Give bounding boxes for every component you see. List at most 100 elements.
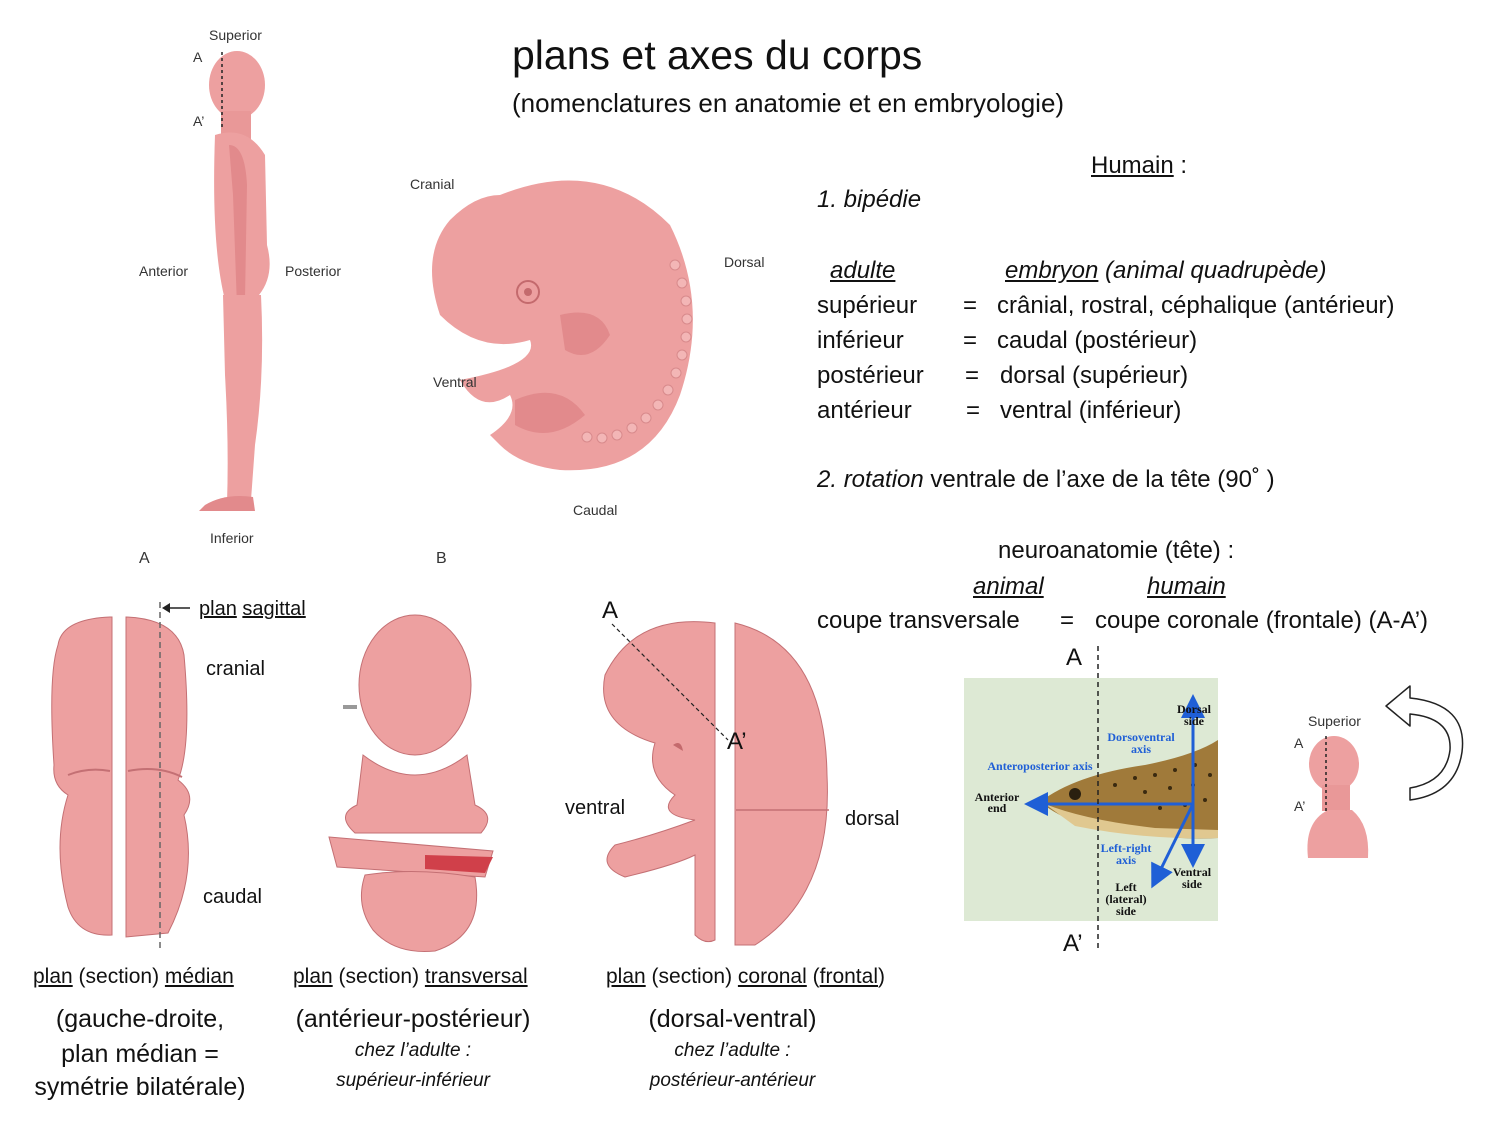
median-label-caudal: caudal bbox=[203, 886, 262, 908]
coronal-adult-1: chez l’adulte : bbox=[674, 1040, 791, 1061]
transverse-cap-1: plan bbox=[293, 965, 333, 988]
coronal-adult-2: postérieur-antérieur bbox=[649, 1070, 816, 1091]
coronal-cap-1: plan bbox=[606, 965, 646, 988]
label-dorsal: Dorsal bbox=[724, 254, 765, 270]
small-head-illustration bbox=[1307, 736, 1369, 858]
row-eq-3: = bbox=[965, 362, 980, 389]
neuro-eq: = bbox=[1060, 607, 1075, 634]
figure-a-cut-line bbox=[221, 52, 223, 130]
transverse-desc: (antérieur-postérieur) bbox=[295, 1005, 531, 1033]
fish-ventral-side: Ventral side bbox=[1172, 865, 1212, 891]
point-2-rotation: 2. rotation ventrale de l’axe de la tête… bbox=[817, 466, 1275, 494]
row-embryo-2: caudal (postérieur) bbox=[997, 327, 1198, 354]
median-label-cranial: cranial bbox=[206, 658, 265, 680]
coronal-label-a: A bbox=[602, 597, 619, 624]
point-2-rest: ventrale de l’axe de la tête (90˚ ) bbox=[923, 466, 1275, 493]
row-eq-2: = bbox=[963, 327, 978, 354]
label-cranial: Cranial bbox=[410, 176, 455, 192]
label-inferior: Inferior bbox=[210, 530, 254, 546]
row-eq-4: = bbox=[966, 397, 981, 424]
plan-sagittal-label: plan sagittal bbox=[199, 598, 306, 621]
fish-dorsal-side: Dorsal side bbox=[1177, 702, 1211, 728]
transverse-adult-1: chez l’adulte : bbox=[354, 1040, 472, 1061]
head-label-a-prime: A’ bbox=[1294, 798, 1306, 814]
coronal-cap-4: ( bbox=[806, 965, 820, 988]
label-a: A bbox=[193, 49, 203, 65]
median-caption: plan (section) médian bbox=[33, 965, 234, 989]
page-subtitle: (nomenclatures en anatomie et en embryol… bbox=[512, 88, 1065, 118]
fish-axes-arrows bbox=[1024, 694, 1205, 889]
neuro-animal: animal bbox=[973, 573, 1044, 600]
coronal-caption: plan (section) coronal (frontal) bbox=[606, 965, 885, 989]
humain-heading-word: Humain bbox=[1091, 152, 1174, 179]
humain-heading-suffix: : bbox=[1173, 152, 1188, 179]
humain-heading: Humain : bbox=[1091, 152, 1187, 180]
median-desc-3: symétrie bilatérale) bbox=[34, 1073, 246, 1101]
label-ventral: Ventral bbox=[433, 374, 477, 390]
median-cap-3: médian bbox=[164, 965, 234, 988]
coronal-label-a-prime: A’ bbox=[727, 728, 747, 755]
head-label-a: A bbox=[1294, 735, 1304, 751]
coronal-cut-line bbox=[611, 623, 729, 741]
plan-sagittal-word-1: plan bbox=[199, 598, 237, 620]
column-embryon-word: embryon bbox=[1005, 257, 1099, 284]
row-eq-1: = bbox=[963, 292, 978, 319]
rotation-arrow-icon bbox=[1385, 685, 1464, 801]
point-1-bipedie: 1. bipédie bbox=[817, 186, 922, 213]
fish-anteroposterior-axis: Anteroposterior axis bbox=[987, 759, 1093, 773]
fish-left-lateral-side: Left (lateral) side bbox=[1105, 880, 1147, 918]
coronal-label-dorsal: dorsal bbox=[845, 808, 900, 830]
coronal-desc: (dorsal-ventral) bbox=[648, 1005, 817, 1033]
sagittal-plane-line bbox=[159, 602, 161, 952]
panel-label-a: A bbox=[139, 550, 150, 567]
head-label-superior: Superior bbox=[1308, 713, 1361, 729]
row-embryo-4: ventral (inférieur) bbox=[1000, 397, 1182, 424]
fish-illustration bbox=[1040, 740, 1218, 839]
transverse-section-illustration bbox=[328, 614, 494, 953]
row-embryo-1: crânial, rostral, céphalique (antérieur) bbox=[997, 292, 1395, 319]
neuro-right: coupe coronale (frontale) (A-A’) bbox=[1095, 607, 1429, 634]
row-embryo-3: dorsal (supérieur) bbox=[1000, 362, 1189, 389]
transverse-cap-3: transversal bbox=[424, 965, 528, 988]
fish-cut-line bbox=[1097, 646, 1099, 951]
median-cap-1: plan bbox=[33, 965, 73, 988]
coronal-section-illustration bbox=[603, 621, 829, 946]
neuro-heading: neuroanatomie (tête) : bbox=[998, 537, 1235, 564]
neuro-left: coupe transversale bbox=[817, 607, 1020, 634]
coronal-cap-2: (section) bbox=[645, 965, 738, 988]
median-desc-2: plan médian = bbox=[61, 1040, 219, 1068]
transverse-caption: plan (section) transversal bbox=[293, 965, 528, 989]
curled-embryo-illustration bbox=[432, 180, 693, 471]
column-embryon: embryon (animal quadrupède) bbox=[1005, 257, 1327, 285]
median-cap-2: (section) bbox=[72, 965, 165, 988]
coronal-cap-5: frontal bbox=[819, 965, 878, 988]
median-section-illustration bbox=[51, 616, 191, 938]
transverse-adult-2: supérieur-inférieur bbox=[336, 1070, 490, 1091]
label-a-prime: A’ bbox=[193, 113, 205, 129]
sagittal-pointer-arrow bbox=[162, 603, 190, 613]
coronal-cap-3: coronal bbox=[737, 965, 807, 988]
plan-sagittal-word-2: sagittal bbox=[242, 598, 306, 620]
panel-label-b: B bbox=[436, 550, 447, 567]
row-adult-3: postérieur bbox=[817, 362, 924, 389]
transverse-cap-2: (section) bbox=[332, 965, 425, 988]
fish-left-right-axis: Left-right axis bbox=[1100, 841, 1152, 867]
coronal-cap-6: ) bbox=[878, 965, 885, 988]
standing-human-illustration bbox=[199, 51, 270, 511]
label-posterior: Posterior bbox=[285, 263, 342, 279]
neuro-label-a-prime: A’ bbox=[1063, 930, 1083, 957]
label-caudal: Caudal bbox=[573, 502, 618, 518]
median-desc-1: (gauche-droite, bbox=[55, 1005, 225, 1033]
small-head-cut-line bbox=[1325, 736, 1327, 814]
row-adult-2: inférieur bbox=[817, 327, 904, 354]
page-title: plans et axes du corps bbox=[512, 32, 923, 78]
label-superior: Superior bbox=[209, 27, 262, 43]
point-2-num: 2. bbox=[817, 466, 844, 493]
fish-dorsoventral-axis: Dorsoventral axis bbox=[1107, 730, 1175, 756]
coronal-label-ventral: ventral bbox=[565, 797, 626, 819]
neuro-humain: humain bbox=[1147, 573, 1226, 600]
label-anterior: Anterior bbox=[139, 263, 189, 279]
row-adult-4: antérieur bbox=[817, 397, 912, 424]
fish-anterior-end: Anterior end bbox=[974, 790, 1020, 815]
column-embryon-note: (animal quadrupède) bbox=[1098, 257, 1327, 284]
